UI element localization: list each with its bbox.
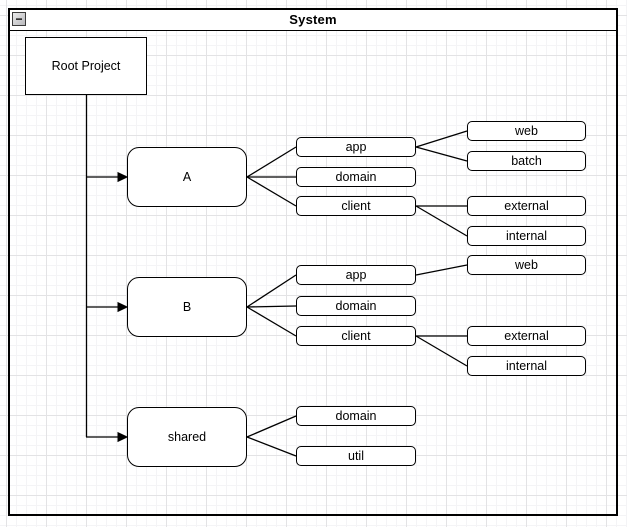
node-a-app[interactable]: app xyxy=(296,137,416,157)
node-a-domain[interactable]: domain xyxy=(296,167,416,187)
system-container-frame[interactable]: System − xyxy=(8,8,618,516)
node-b-web[interactable]: web xyxy=(467,255,586,275)
node-shared-util[interactable]: util xyxy=(296,446,416,466)
node-a-client[interactable]: client xyxy=(296,196,416,216)
node-a-internal[interactable]: internal xyxy=(467,226,586,246)
node-shared-domain[interactable]: domain xyxy=(296,406,416,426)
node-root-project[interactable]: Root Project xyxy=(25,37,147,95)
node-b-internal[interactable]: internal xyxy=(467,356,586,376)
node-a-web[interactable]: web xyxy=(467,121,586,141)
window-titlebar: System − xyxy=(10,10,616,31)
node-b[interactable]: B xyxy=(127,277,247,337)
node-b-external[interactable]: external xyxy=(467,326,586,346)
collapse-button[interactable]: − xyxy=(12,12,26,26)
minus-icon: − xyxy=(15,12,23,26)
node-b-client[interactable]: client xyxy=(296,326,416,346)
node-a-batch[interactable]: batch xyxy=(467,151,586,171)
node-b-app[interactable]: app xyxy=(296,265,416,285)
node-a-external[interactable]: external xyxy=(467,196,586,216)
window-title: System xyxy=(289,12,337,27)
node-shared[interactable]: shared xyxy=(127,407,247,467)
node-a[interactable]: A xyxy=(127,147,247,207)
node-b-domain[interactable]: domain xyxy=(296,296,416,316)
